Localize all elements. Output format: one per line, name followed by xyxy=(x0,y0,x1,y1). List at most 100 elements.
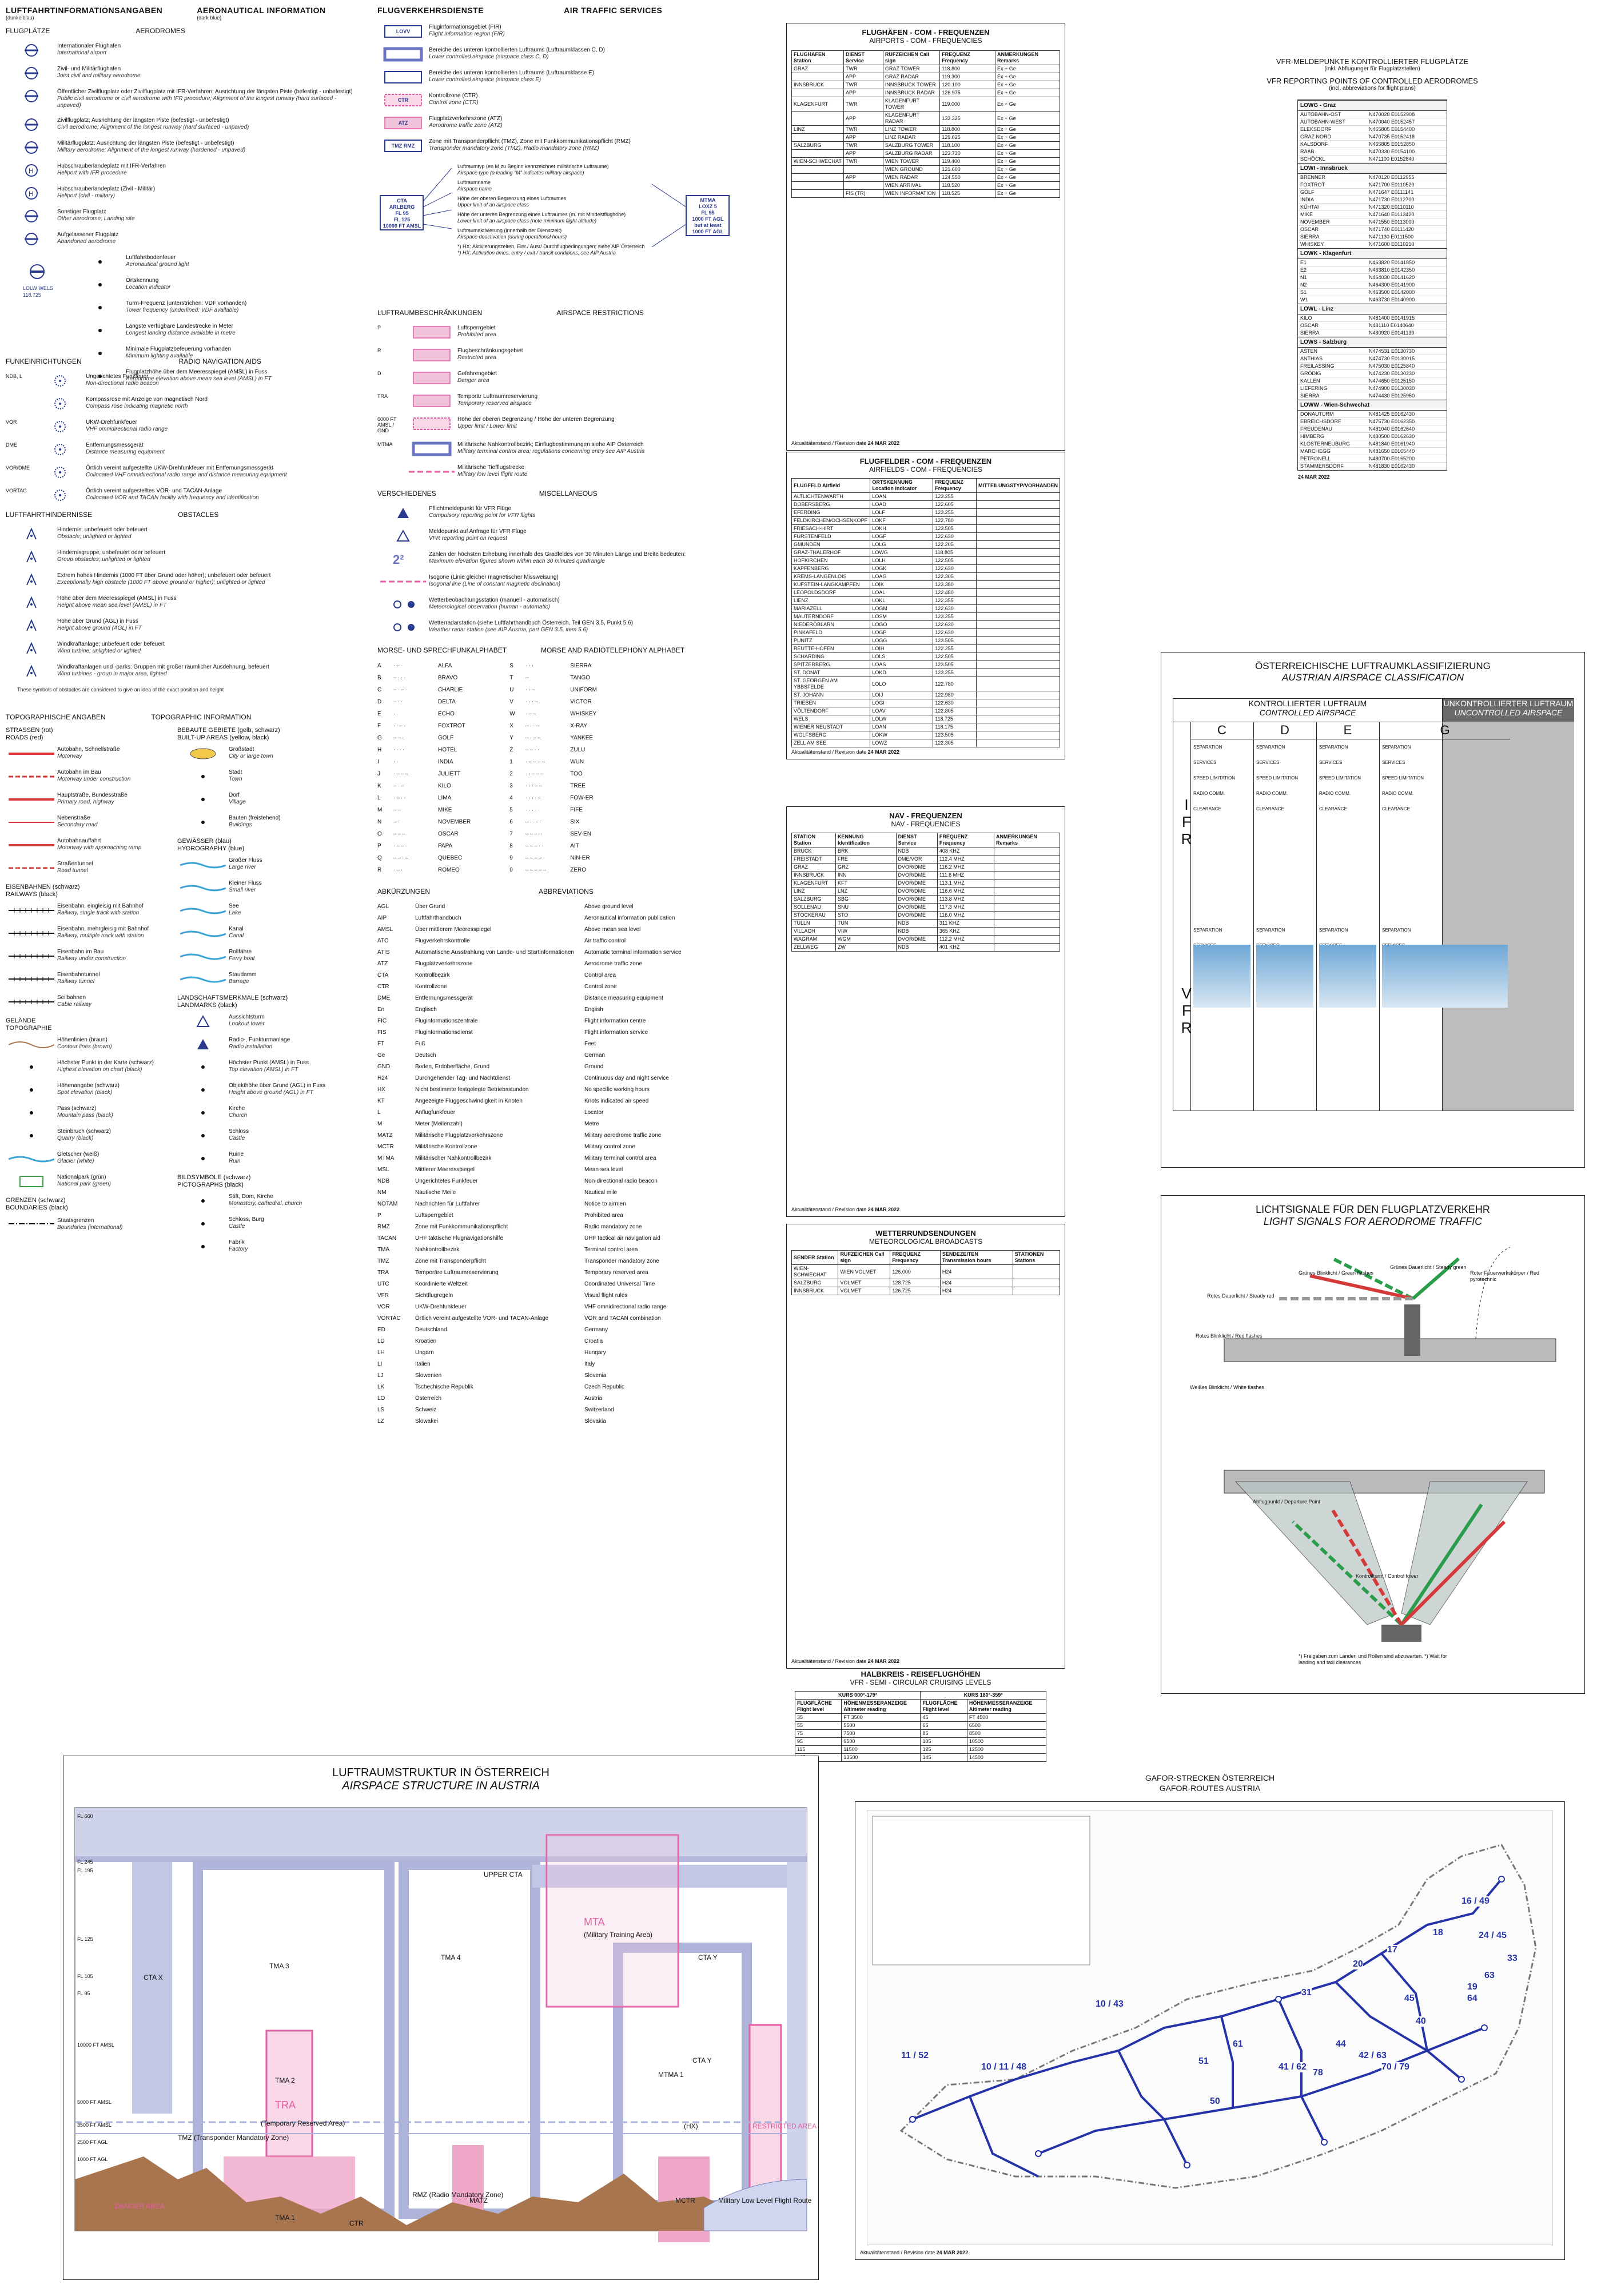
abbr-de: Automatische Ausstrahlung von Lande- und… xyxy=(415,949,574,956)
mtma-box-0: MTMA xyxy=(700,197,716,203)
rail-en: Railway, multiple track with station xyxy=(57,933,144,939)
hydro-de: Rollfähre xyxy=(229,949,252,955)
misc-en: Isogonal line (Line of constant magnetic… xyxy=(429,581,561,587)
abbr-de: Nachrichten für Luftfahrer xyxy=(415,1201,480,1207)
morse-left-word: MIKE xyxy=(438,807,452,813)
obst-label: Höhe über dem Meeresspiegel (AMSL) in Fu… xyxy=(57,595,176,609)
ats-0-icon: LOVV xyxy=(377,24,429,39)
morse-right-code: –··– xyxy=(525,723,541,729)
morse-right-word: ZULU xyxy=(570,747,586,753)
landmark-4-icon xyxy=(177,1105,229,1120)
structure-label: TRA xyxy=(275,2099,296,2111)
morse-right-code: ····· xyxy=(525,807,541,813)
t1-cell: 119.000 xyxy=(939,97,995,112)
t1-cell: 119.300 xyxy=(939,73,995,81)
t3-cell: VILLACH xyxy=(791,927,836,936)
ats-en: Control zone (CTR) xyxy=(429,100,479,106)
svg-text:2²: 2² xyxy=(393,552,404,566)
road-de: Hauptstraße, Bundesstraße xyxy=(57,792,128,798)
misc-en: Maximum elevation figures shown within e… xyxy=(429,558,605,564)
abbr-de: Italien xyxy=(415,1361,431,1367)
abbr-de: Mittlerer Meeresspiegel xyxy=(415,1167,475,1173)
morse-right-code: ····– xyxy=(525,795,543,801)
abbr-code: LD xyxy=(377,1338,385,1344)
landmark-de: Ruine xyxy=(229,1151,244,1157)
label-block-line: *) HX: Aktivierungszeiten, Einr./ Ausr/ … xyxy=(457,244,645,249)
abbr-code: KT xyxy=(377,1098,385,1104)
vfrpts-name: LIEFERING xyxy=(1300,385,1328,391)
landmark-3-icon xyxy=(177,1083,229,1097)
morse-left-code: ·–·· xyxy=(393,795,407,801)
t2-cell xyxy=(975,677,1061,691)
structure-label: TMA 3 xyxy=(269,1962,289,1970)
t5-th: HÖHENMESSERANZEIGE Altimeter reading xyxy=(841,1699,921,1714)
morse-right-row: U··–UNIFORM xyxy=(509,684,602,696)
t5-course: KURS 180°-359° xyxy=(920,1691,1046,1700)
misc-5-icon xyxy=(377,620,429,635)
terrain-2-icon xyxy=(6,1083,57,1097)
morse-left-code: · xyxy=(393,711,397,717)
vfrpts-name: ASTEN xyxy=(1300,348,1318,354)
vfrpts-coord: N463820 E0141850 xyxy=(1369,260,1415,265)
vfrpts-name: FOXTROT xyxy=(1300,182,1325,188)
misc-4-icon-svg xyxy=(393,600,415,608)
vfrpts-coord: N475730 E0162350 xyxy=(1369,419,1415,424)
vfrpts-coord: N474531 E0130730 xyxy=(1369,348,1415,354)
gafor-route-label: 70 / 79 xyxy=(1381,2062,1409,2072)
morse-left-word: NOVEMBER xyxy=(438,819,471,825)
gafor-route-label: 51 xyxy=(1198,2056,1209,2067)
airport-de: Hubschrauberlandeplatz mit IFR-Verfahren xyxy=(57,163,166,169)
radio-0-icon xyxy=(34,373,86,388)
vfrpts-coord: N464030 E0141620 xyxy=(1369,274,1415,280)
t5-cell: 11500 xyxy=(841,1745,921,1754)
abbr-code: VOR xyxy=(377,1304,390,1310)
t4-subtitle: METEOROLOGICAL BROADCASTS xyxy=(869,1237,983,1246)
morse-left-row: H····HOTEL xyxy=(377,744,475,756)
abbr-code: RMZ xyxy=(377,1224,390,1230)
abbr-code: NM xyxy=(377,1189,387,1196)
t1-cell xyxy=(843,181,883,190)
landmark-0-icon xyxy=(177,1014,229,1029)
structure-label: (HX) xyxy=(684,2122,698,2130)
cruising-levels-panel: HALBKREIS - REISEFLUGHÖHEN VFR - SEMI - … xyxy=(794,1670,1047,1762)
abbr-code: TMZ xyxy=(377,1258,389,1264)
restr-6-icon-svg xyxy=(409,471,455,473)
t2-cell xyxy=(975,691,1061,699)
t1-cell: INNSBRUCK TOWER xyxy=(882,81,941,89)
adinfo-label: Längste verfügbare Landestrecke in Meter… xyxy=(126,323,236,337)
t2-cell xyxy=(975,572,1061,581)
t3-cell: SBG xyxy=(835,895,897,904)
t4-cell xyxy=(1012,1264,1061,1279)
t2-date: Aktualitätenstand / Revision date 24 MAR… xyxy=(791,749,899,755)
hydro-2-icon xyxy=(177,903,229,918)
abbr-en: Czech Republic xyxy=(584,1384,625,1390)
morse-right-row: V···–VICTOR xyxy=(509,696,602,708)
t2-cell: LOLS xyxy=(870,652,934,661)
classif-row-label: SEPARATION xyxy=(1319,928,1348,933)
mtma-box-5: 1000 FT AGL xyxy=(692,229,724,234)
vfr-label-text: VFR xyxy=(1178,985,1195,1036)
t3-cell xyxy=(994,919,1060,928)
hydro-en: Ferry boat xyxy=(229,956,255,962)
terrain-de: Höhenangabe (schwarz) xyxy=(57,1083,120,1089)
vfrpts-coord: N463730 E0140900 xyxy=(1369,297,1415,303)
misc-de: Isogone (Linie gleicher magnetischer Mis… xyxy=(429,574,559,580)
airport-5-icon-svg: H xyxy=(25,164,38,177)
